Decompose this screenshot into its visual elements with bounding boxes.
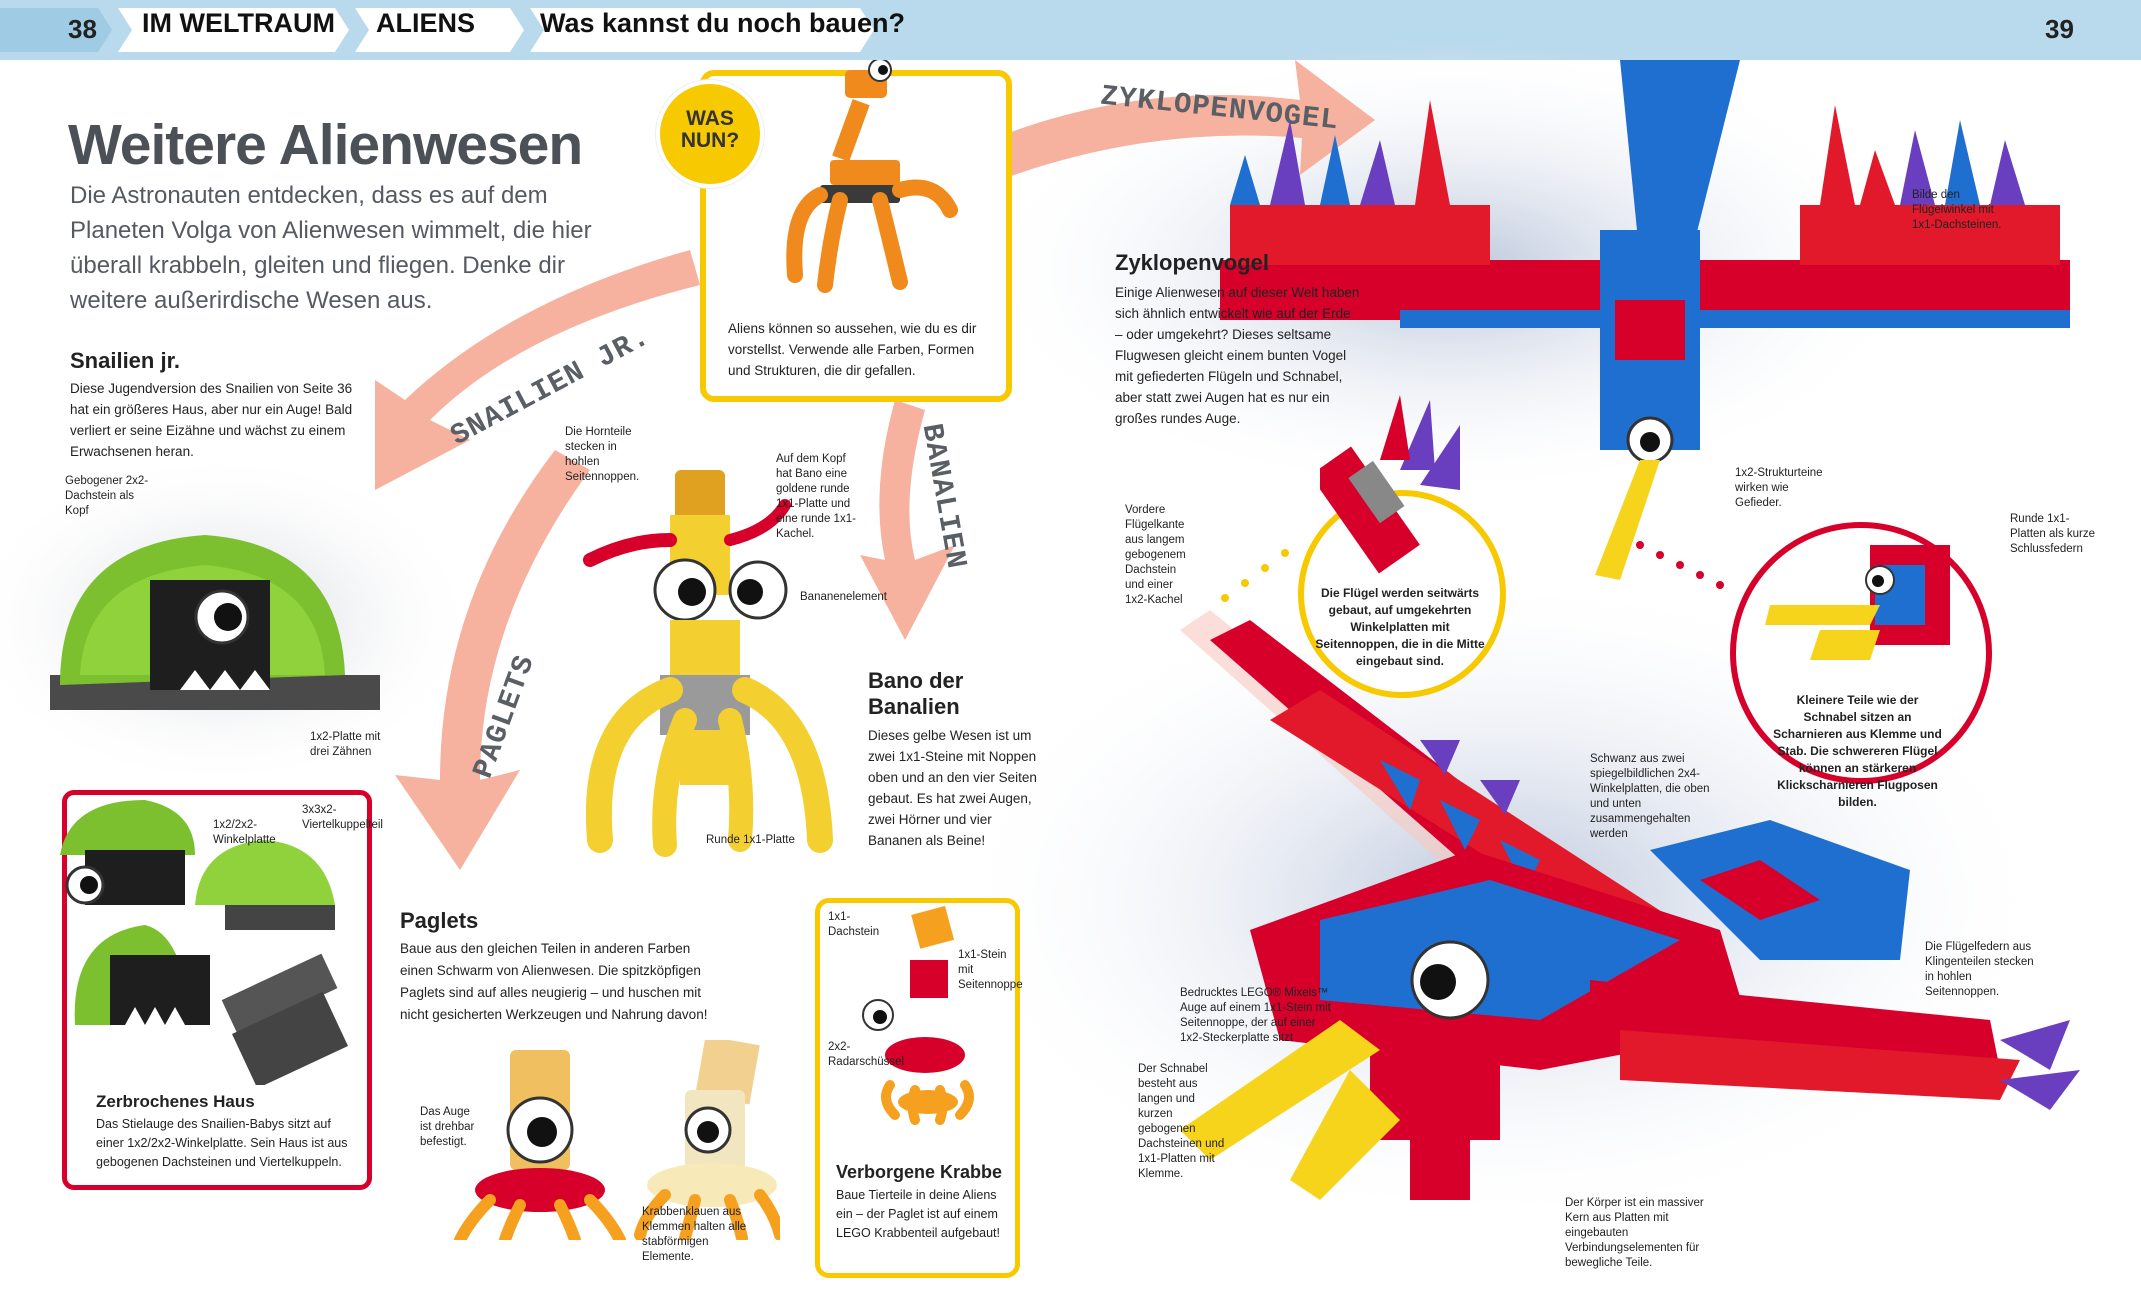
- arrow-paglets: [395, 450, 590, 870]
- zyklop-cap-federn: Die Flügelfedern aus Klingenteilen steck…: [1925, 941, 2034, 998]
- page-number-left: 38: [68, 14, 97, 44]
- arrow-zyklopenvogel: [990, 60, 1375, 180]
- zyklop-cap-koerper: Der Körper ist ein massiver Kern aus Pla…: [1565, 1197, 1704, 1269]
- snailien-image: [50, 535, 380, 710]
- snailien-cap-head: Gebogener 2x2-Dachstein als Kopf: [65, 475, 149, 517]
- paglets-image: [454, 1040, 780, 1240]
- zyklop-cap-vorder: Vordere Flügelkante aus langem gebogenem…: [1125, 504, 1186, 606]
- zyklop-text: Einige Alienwesen auf dieser Welt haben …: [1115, 285, 1360, 426]
- detail-circle-left: [1298, 490, 1506, 698]
- arrow-snailien: [375, 250, 700, 490]
- breadcrumb-im-weltraum[interactable]: IM WELTRAUM: [142, 8, 335, 38]
- dots-right: [1636, 541, 1724, 589]
- zyklop-cap-winkel: Bilde den Flügelwinkel mit 1x1-Dachstein…: [1912, 189, 2002, 231]
- breadcrumb-aliens[interactable]: ALIENS: [376, 8, 476, 38]
- zyklop-cap-struktur: 1x2-Strukturteine wirken wie Gefieder.: [1735, 467, 1823, 509]
- haus-cap-viertel: 3x3x2-Viertelkuppelteil: [302, 804, 383, 831]
- krabbe-cap-radar: 2x2-Radarschüssel: [828, 1041, 905, 1068]
- zyklop-cap-schluss: Runde 1x1-Platten als kurze Schlussfeder…: [2010, 513, 2096, 555]
- orange-alien-image: [786, 60, 958, 293]
- arrow-banalien: [860, 400, 955, 640]
- zyklop-cap-auge: Bedrucktes LEGO® Mixels™ Auge auf einem …: [1180, 987, 1331, 1044]
- paglets-title: Paglets: [400, 908, 479, 933]
- zyklop-cap-schnabel: Der Schnabel besteht aus langen und kurz…: [1138, 1063, 1225, 1180]
- dots-left: [1221, 549, 1289, 602]
- page-title: Weitere Alienwesen: [68, 113, 583, 177]
- paglets-cap-claws: Krabbenklauen aus Klemmen halten alle st…: [642, 1206, 747, 1263]
- bano-cap-horn: Die Hornteile stecken in hohlen Seitenno…: [565, 426, 640, 483]
- krabbe-text: Baue Tierteile in deine Aliens ein – der…: [836, 1188, 1001, 1240]
- krabbe-cap-stein: 1x1-Stein mit Seitennoppe: [958, 949, 1023, 991]
- paglets-cap-eye: Das Auge ist drehbar befestigt.: [420, 1106, 475, 1148]
- haus-parts-image: [60, 800, 348, 1085]
- krabbe-title: Verborgene Krabbe: [836, 1162, 1003, 1182]
- haus-cap-winkel: 1x2/2x2-Winkelplatte: [213, 819, 276, 846]
- was-nun-badge: WAS NUN?: [656, 80, 764, 188]
- breadcrumb-chevrons: [0, 8, 874, 52]
- bano-cap-round: Runde 1x1-Platte: [706, 834, 795, 846]
- bano-cap-head: Auf dem Kopf hat Bano eine goldene runde…: [776, 453, 856, 540]
- wing-detail-image: [1320, 395, 1460, 574]
- detail-right-text: Kleinere Teile wie der Schnabel sitzen a…: [1773, 693, 1942, 809]
- page-header: 38 IM WELTRAUM ALIENS Was kannst du noch…: [0, 0, 2141, 60]
- krabbe-cap-dach: 1x1-Dachstein: [828, 911, 880, 938]
- zyklop-cap-schwanz: Schwanz aus zwei spiegelbildlichen 2x4-W…: [1590, 753, 1710, 840]
- breadcrumb-current: Was kannst du noch bauen?: [540, 8, 906, 38]
- detail-left-text: Die Flügel werden seitwärts gebaut, auf …: [1315, 586, 1485, 668]
- paglets-text: Baue aus den gleichen Teilen in anderen …: [400, 941, 708, 1022]
- snailien-text: Diese Jugendversion des Snailien von Sei…: [70, 381, 353, 459]
- bano-text: Dieses gelbe Wesen ist um zwei 1x1-Stein…: [868, 728, 1037, 848]
- beak-detail-image: [1765, 545, 1950, 660]
- bird-bottom-image: [1180, 610, 2080, 1200]
- krabbe-parts-image: [862, 905, 974, 1125]
- bird-top-image: [1220, 60, 2070, 580]
- snailien-title: Snailien jr.: [70, 348, 181, 373]
- bano-title: Bano der Banalien: [868, 668, 964, 719]
- haus-text: Das Stielauge des Snailien-Babys sitzt a…: [96, 1117, 348, 1169]
- intro-text: Die Astronauten entdecken, dass es auf d…: [70, 182, 592, 314]
- page-number-right: 39: [2045, 14, 2074, 44]
- zyklop-title: Zyklopenvogel: [1115, 250, 1270, 275]
- was-nun-text: Aliens können so aussehen, wie du es dir…: [728, 321, 977, 378]
- was-nun-badge-text: WAS NUN?: [680, 107, 740, 152]
- bano-cap-banana: Bananenelement: [800, 591, 887, 603]
- haus-title: Zerbrochenes Haus: [96, 1092, 255, 1111]
- snailien-cap-plate: 1x2-Platte mit drei Zähnen: [310, 731, 381, 758]
- bano-image: [583, 470, 833, 857]
